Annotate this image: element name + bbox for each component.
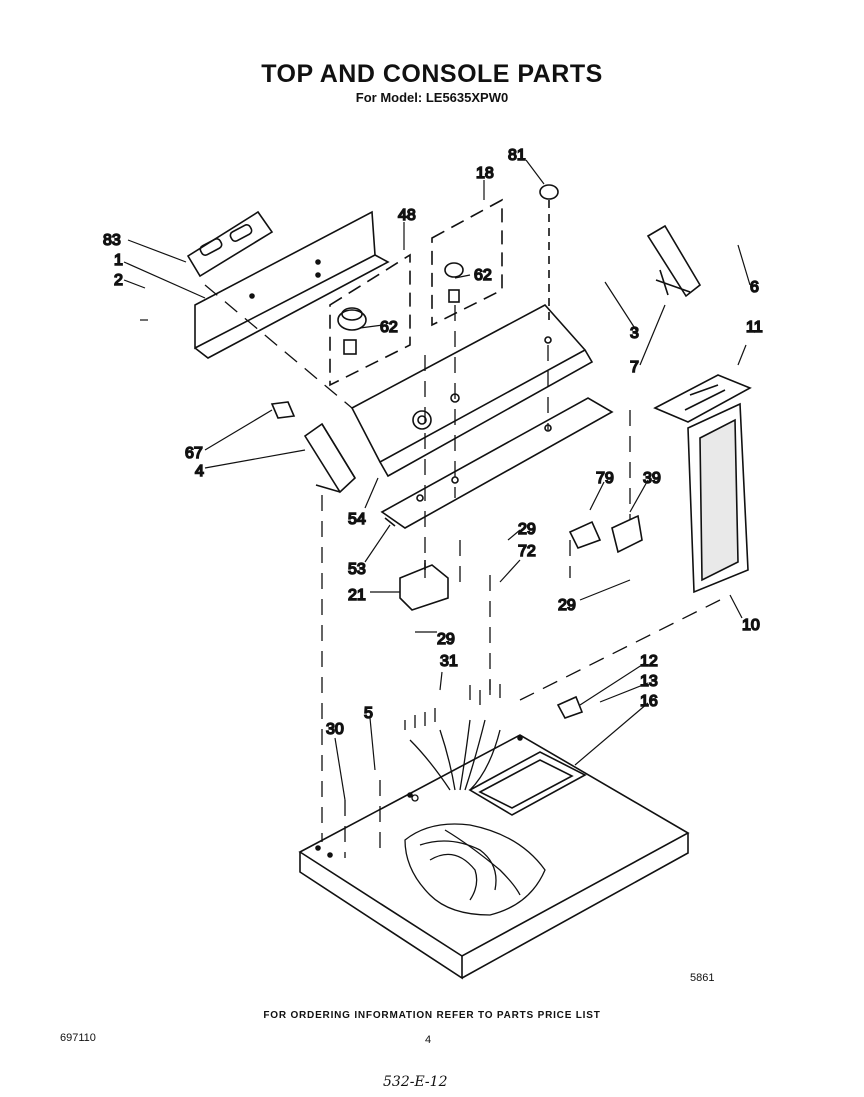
model-subtitle: For Model: LE5635XPW0 (355, 90, 509, 105)
callout-16: 16 (640, 693, 658, 710)
callout-31: 31 (440, 653, 458, 670)
callout-11: 11 (746, 319, 763, 336)
callout-7: 7 (630, 359, 639, 376)
console-panel-54 (350, 303, 594, 478)
callout-18: 18 (476, 165, 494, 182)
callout-62-upper: 62 (474, 267, 492, 284)
callout-4: 4 (195, 463, 204, 480)
console-base-53 (380, 397, 614, 529)
callout-29-a: 29 (518, 521, 536, 538)
switch-79 (568, 520, 602, 549)
clip-67 (270, 401, 296, 419)
switch-39 (611, 514, 643, 554)
callout-1: 1 (114, 252, 123, 269)
callout-3: 3 (630, 325, 639, 342)
callout-54: 54 (348, 511, 366, 528)
page-number: 4 (425, 1034, 432, 1046)
timer-motor-21 (399, 560, 449, 611)
document-number: 697110 (60, 1032, 96, 1044)
callout-10: 10 (742, 617, 760, 634)
assembly-guide-lines (204, 284, 721, 858)
lint-screen-10 (687, 402, 749, 594)
callout-81: 81 (508, 147, 526, 164)
timer-knob-48 (329, 253, 411, 387)
console-endcap-4 (303, 422, 357, 494)
callout-5: 5 (364, 705, 373, 722)
callout-6: 6 (750, 279, 759, 296)
rear-panel-1 (194, 210, 390, 359)
callout-30: 30 (326, 721, 344, 738)
console-endcap-83 (186, 210, 274, 278)
callout-29-c: 29 (558, 597, 576, 614)
callout-67: 67 (185, 445, 203, 462)
callout-2: 2 (114, 272, 123, 289)
page-title: TOP AND CONSOLE PARTS (261, 60, 603, 88)
callout-72: 72 (518, 543, 536, 560)
callout-21: 21 (348, 587, 366, 604)
console-endcap-7 (646, 224, 702, 298)
callout-83: 83 (103, 232, 121, 249)
push-button-81 (539, 184, 559, 325)
callout-29-b: 29 (437, 631, 455, 648)
callout-13: 13 (640, 673, 658, 690)
callout-48: 48 (398, 207, 416, 224)
lint-filter-cover-11 (653, 374, 752, 423)
drawing-number: 5861 (690, 972, 715, 984)
thermostat-12 (556, 695, 584, 719)
handwritten-note: 532-E-12 (383, 1074, 448, 1090)
callout-39: 39 (643, 470, 661, 487)
callout-12: 12 (640, 653, 658, 670)
callout-53: 53 (348, 561, 366, 578)
dryer-top-panel (298, 734, 690, 980)
selector-knob-18 (431, 198, 503, 327)
callout-62-lower: 62 (380, 319, 398, 336)
ordering-note: FOR ORDERING INFORMATION REFER TO PARTS … (263, 1010, 601, 1021)
callout-leaders (123, 159, 751, 801)
callout-79: 79 (596, 470, 614, 487)
